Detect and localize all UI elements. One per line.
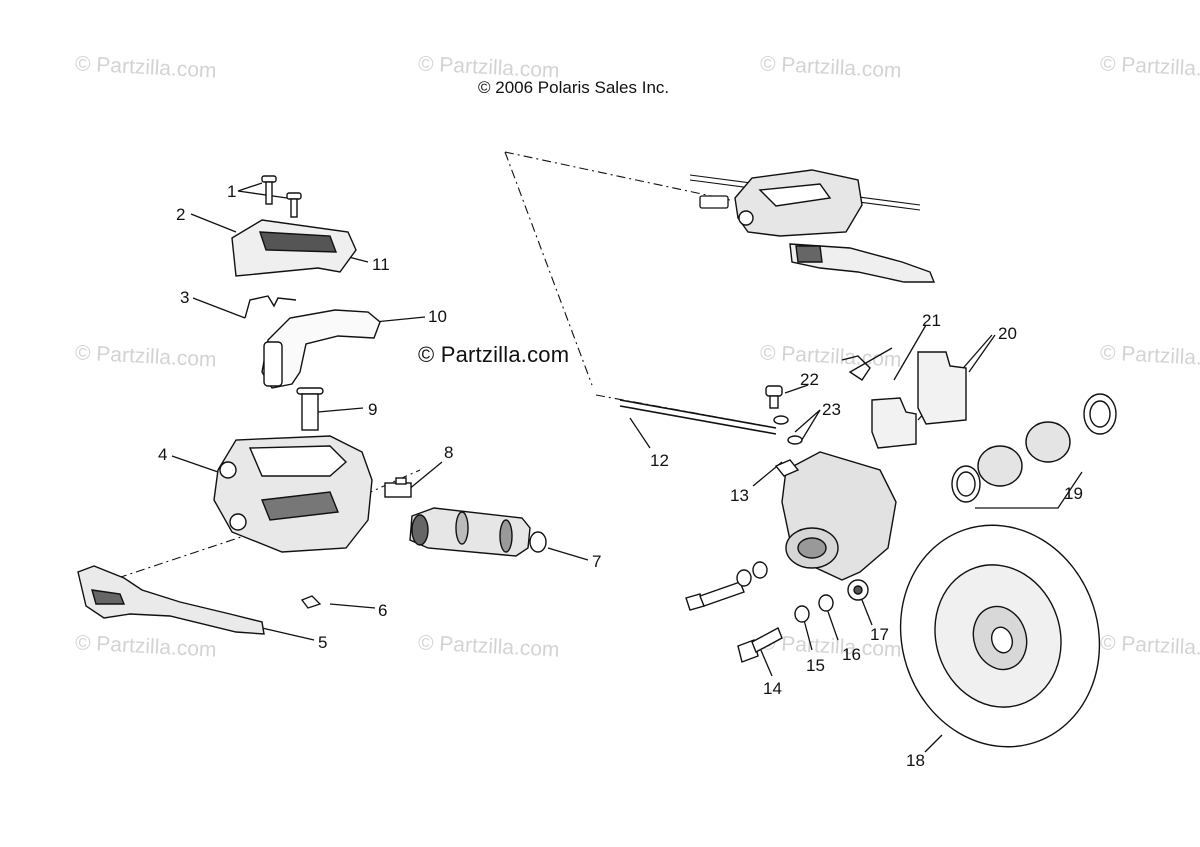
callout-20: 20 — [998, 324, 1017, 343]
callout-8: 8 — [444, 443, 454, 462]
brand-watermark: © Partzilla.com — [418, 342, 570, 367]
callout-22: 22 — [800, 370, 819, 389]
callout-14: 14 — [763, 679, 782, 698]
callout-6: 6 — [378, 601, 388, 620]
callout-5: 5 — [318, 633, 328, 652]
callout-3: 3 — [180, 288, 190, 307]
callout-15: 15 — [806, 656, 825, 675]
callout-10: 10 — [428, 307, 447, 326]
callout-11: 11 — [372, 255, 390, 274]
callout-9: 9 — [368, 400, 378, 419]
callout-4: 4 — [158, 445, 168, 464]
callout-17: 17 — [870, 625, 889, 644]
callout-21: 21 — [922, 311, 941, 330]
callout-23: 23 — [822, 400, 841, 419]
callout-7: 7 — [592, 552, 602, 571]
callout-13: 13 — [730, 486, 749, 505]
callout-1: 1 — [227, 182, 237, 201]
callout-18: 18 — [906, 751, 925, 770]
callout-2: 2 — [176, 205, 186, 224]
callout-16: 16 — [842, 645, 861, 664]
copyright-notice: © 2006 Polaris Sales Inc. — [478, 78, 670, 97]
callout-12: 12 — [650, 451, 669, 470]
callout-19: 19 — [1064, 484, 1083, 503]
